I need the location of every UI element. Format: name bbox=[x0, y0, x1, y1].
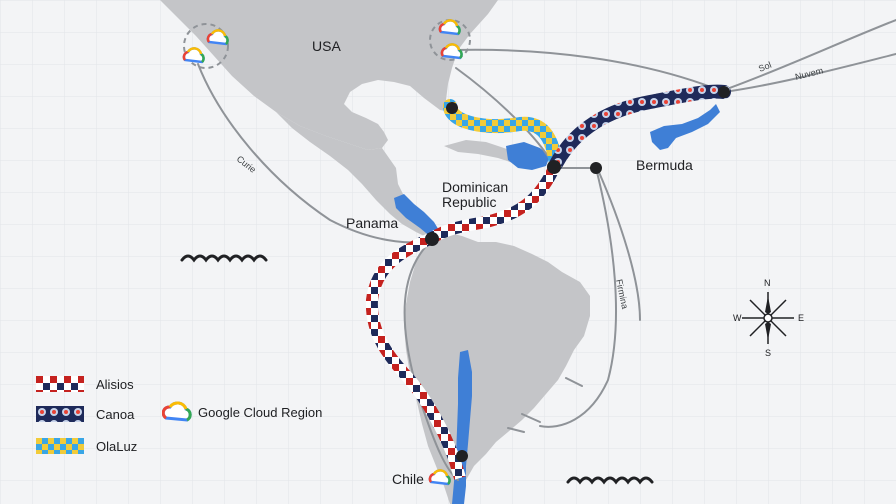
label-sol: Sol bbox=[757, 60, 773, 74]
alisios-swatch bbox=[36, 376, 84, 392]
google-cloud-icon bbox=[206, 29, 229, 46]
legend-item-cloud-region: Google Cloud Region bbox=[162, 400, 322, 424]
google-cloud-icon bbox=[440, 43, 463, 60]
legend-label-olaluz: OlaLuz bbox=[96, 438, 138, 454]
cable-canoa bbox=[549, 84, 731, 171]
landing-point-icon bbox=[590, 162, 602, 174]
cloud-region-west-group bbox=[182, 23, 229, 69]
cable-usa-bermuda-1 bbox=[453, 48, 725, 93]
legend-label-cloud-region: Google Cloud Region bbox=[198, 404, 323, 420]
google-cloud-icon bbox=[182, 47, 205, 64]
landing-point-icon bbox=[456, 450, 468, 462]
legend-item-canoa: Canoa bbox=[36, 404, 134, 424]
cloud-region-east-group bbox=[429, 19, 471, 61]
cable-sol bbox=[723, 19, 896, 91]
label-dominican: Dominican bbox=[442, 179, 508, 195]
label-bermuda: Bermuda bbox=[636, 157, 693, 173]
wave-icon bbox=[180, 254, 268, 263]
legend-item-alisios: Alisios bbox=[36, 374, 134, 394]
cable-curie bbox=[197, 63, 433, 244]
google-cloud-icon bbox=[438, 19, 461, 36]
cable-spur-1 bbox=[565, 377, 583, 387]
wave-icon bbox=[566, 476, 654, 485]
grey-cables bbox=[197, 19, 896, 481]
label-usa: USA bbox=[312, 38, 341, 54]
landing-point-icon bbox=[446, 102, 458, 114]
cable-firmina bbox=[539, 167, 617, 428]
legend-item-olaluz: OlaLuz bbox=[36, 436, 137, 456]
bermuda-highlight bbox=[650, 104, 720, 150]
label-chile: Chile bbox=[392, 471, 424, 487]
legend: Alisios Canoa OlaLuz Google Cloud Region bbox=[36, 372, 356, 462]
label-republic: Republic bbox=[442, 194, 496, 210]
compass-s: S bbox=[765, 348, 771, 358]
landing-point-icon bbox=[718, 86, 730, 98]
region-ring bbox=[183, 23, 229, 69]
landing-point-icon bbox=[547, 160, 561, 174]
cable-spur-3 bbox=[507, 427, 525, 433]
cable-alisios bbox=[365, 161, 562, 480]
google-cloud-icon bbox=[162, 401, 192, 422]
legend-label-canoa: Canoa bbox=[96, 406, 135, 422]
legend-label-alisios: Alisios bbox=[96, 376, 134, 392]
canoa-swatch bbox=[36, 406, 84, 422]
cable-olaluz bbox=[443, 99, 563, 171]
landing-points bbox=[425, 86, 730, 462]
cable-nuvem bbox=[723, 53, 896, 93]
cable-spur-2 bbox=[521, 413, 541, 423]
compass-e: E bbox=[798, 313, 804, 323]
hispaniola-highlight bbox=[506, 142, 550, 170]
olaluz-swatch bbox=[36, 438, 84, 454]
cable-firmina-branch bbox=[597, 169, 641, 321]
compass-n: N bbox=[764, 278, 771, 288]
landing-point-icon bbox=[425, 232, 439, 246]
google-cloud-icon bbox=[428, 469, 451, 486]
label-panama: Panama bbox=[346, 215, 398, 231]
panama-highlight bbox=[394, 194, 440, 238]
compass-rose-icon bbox=[742, 292, 794, 344]
compass-w: W bbox=[733, 313, 742, 323]
